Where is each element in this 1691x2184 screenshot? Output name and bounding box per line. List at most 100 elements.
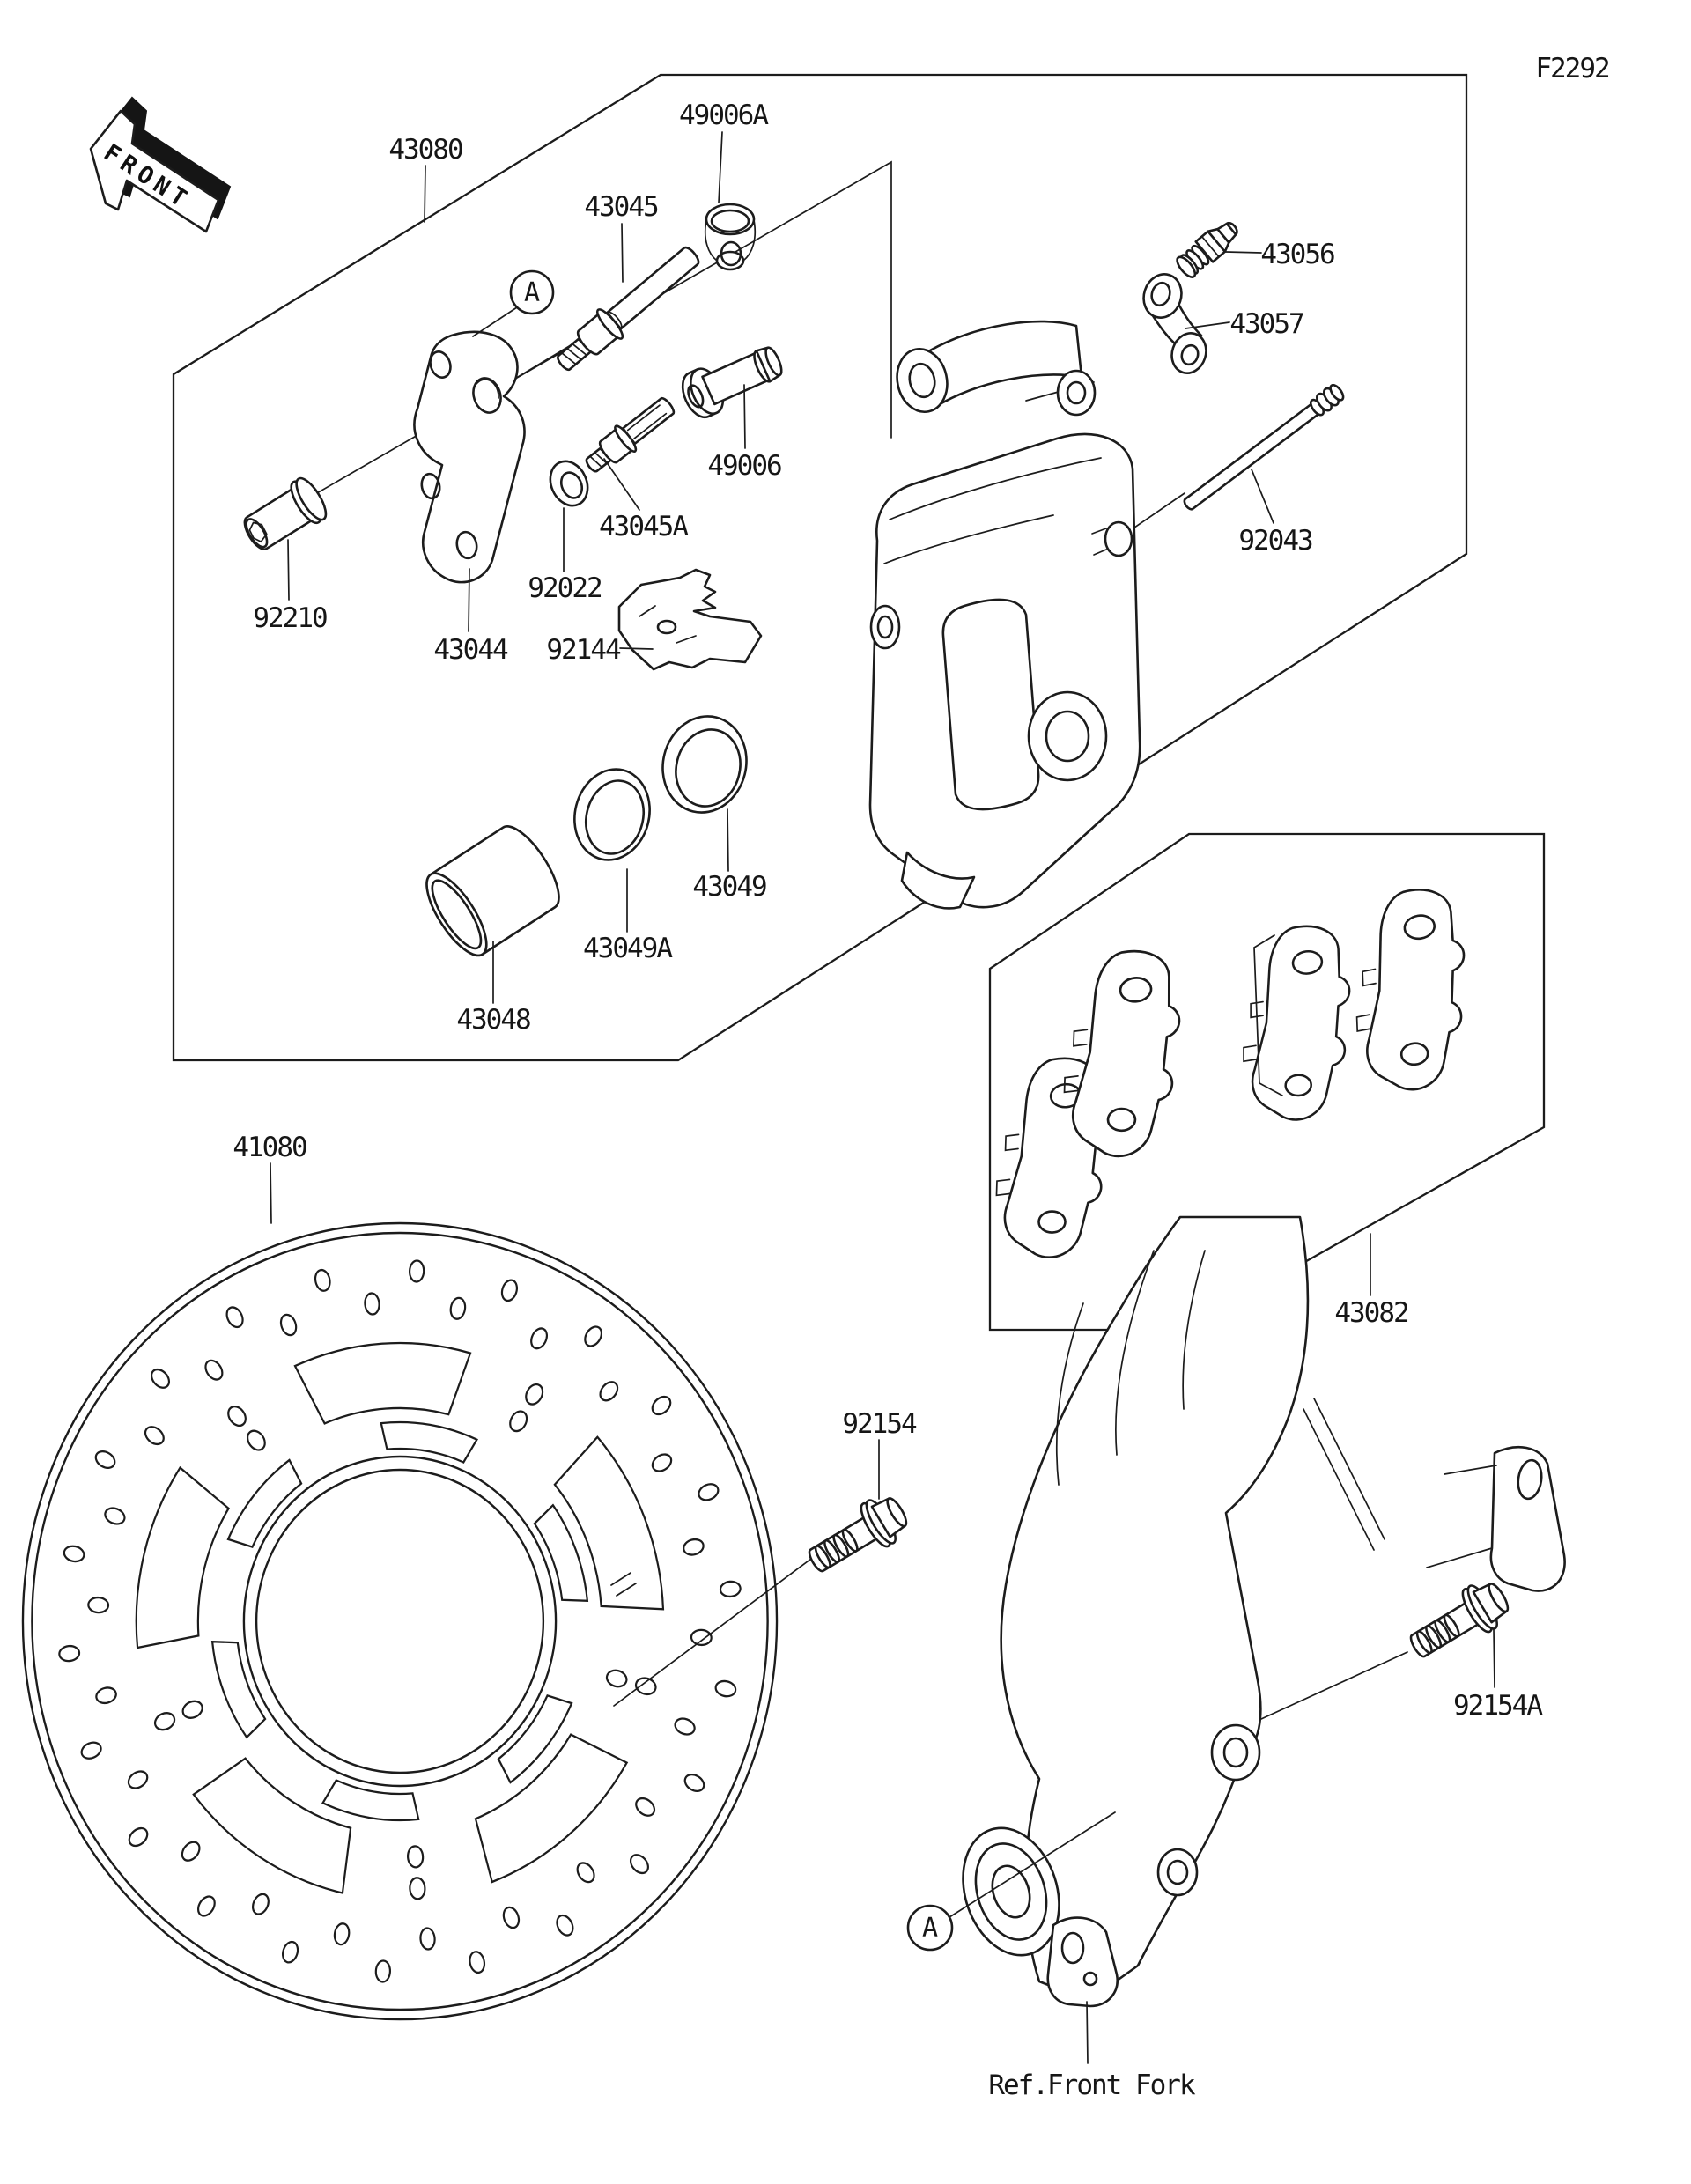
part-label-43057[interactable]: 43057 bbox=[1229, 308, 1305, 340]
disc-hole bbox=[530, 1327, 549, 1350]
disc-hole bbox=[364, 1292, 380, 1316]
disc-slot bbox=[533, 1503, 589, 1602]
disc-hole bbox=[94, 1450, 116, 1470]
disc-hole bbox=[151, 1368, 171, 1389]
part-label-43082[interactable]: 43082 bbox=[1334, 1297, 1410, 1329]
disc-hole bbox=[690, 1628, 713, 1647]
part-43057-link bbox=[1142, 273, 1207, 374]
disc-hole bbox=[127, 1770, 149, 1789]
disc-hole bbox=[279, 1313, 298, 1337]
part-label-92154A[interactable]: 92154A bbox=[1453, 1690, 1545, 1722]
disc-hole bbox=[181, 1700, 203, 1719]
part-43049A-seal bbox=[573, 768, 651, 861]
disc-hole bbox=[635, 1797, 656, 1817]
bolt-axis-lines bbox=[613, 1558, 1408, 1720]
part-92144-pad-spring bbox=[617, 568, 763, 671]
disc-hole bbox=[374, 1959, 392, 1983]
disc-hole bbox=[674, 1717, 696, 1736]
disc-hole bbox=[58, 1644, 81, 1663]
disc-hole bbox=[634, 1677, 657, 1696]
part-92154-bolt bbox=[808, 1497, 908, 1573]
disc-hole bbox=[87, 1596, 110, 1614]
front-arrow-icon: FRONT bbox=[89, 96, 232, 233]
brake-pads-box bbox=[988, 832, 1546, 1332]
leader-line bbox=[287, 539, 290, 601]
disc-hole bbox=[629, 1854, 649, 1875]
leader-line bbox=[1185, 321, 1230, 329]
part-label-43056[interactable]: 43056 bbox=[1260, 239, 1336, 270]
part-label-43045A[interactable]: 43045A bbox=[599, 511, 690, 542]
part-label-92210[interactable]: 92210 bbox=[253, 602, 329, 634]
part-label-92144[interactable]: 92144 bbox=[546, 634, 623, 666]
disc-hole bbox=[556, 1914, 574, 1937]
disc-slot bbox=[210, 1641, 267, 1739]
leader-line bbox=[1493, 1628, 1495, 1688]
part-92210-bushing bbox=[243, 476, 328, 550]
leader-line bbox=[270, 1162, 272, 1224]
part-43048-piston bbox=[425, 825, 560, 957]
part-43045-pad-pin bbox=[557, 246, 700, 372]
disc-hole bbox=[449, 1296, 467, 1320]
part-41080-brake-disc bbox=[21, 1221, 779, 2021]
disc-hole bbox=[63, 1545, 85, 1563]
part-label-43044[interactable]: 43044 bbox=[433, 634, 510, 666]
detail-marker-circle bbox=[906, 1904, 954, 1952]
disc-slot bbox=[321, 1779, 420, 1822]
disc-hole bbox=[247, 1429, 266, 1451]
disc-hole bbox=[227, 1405, 247, 1428]
part-label-43049[interactable]: 43049 bbox=[692, 871, 768, 903]
disc-hole bbox=[104, 1507, 126, 1525]
part-label-43045[interactable]: 43045 bbox=[584, 191, 660, 223]
disc-hole bbox=[153, 1712, 176, 1731]
disc-hole bbox=[502, 1906, 521, 1929]
part-43049-seal bbox=[661, 715, 748, 814]
ref-front-fork-label: Ref.Front Fork bbox=[988, 2070, 1196, 2101]
disc-hole bbox=[599, 1381, 619, 1402]
leader-line bbox=[619, 647, 654, 650]
disc-hole bbox=[95, 1686, 117, 1705]
disc-hole bbox=[408, 1259, 425, 1283]
disc-hole bbox=[651, 1395, 672, 1416]
disc-hole bbox=[314, 1268, 331, 1292]
disc-hole bbox=[714, 1679, 737, 1698]
disc-hole bbox=[584, 1325, 603, 1347]
part-label-43048[interactable]: 43048 bbox=[456, 1004, 532, 1036]
part-label-92154[interactable]: 92154 bbox=[842, 1408, 919, 1440]
part-label-92022[interactable]: 92022 bbox=[528, 572, 603, 604]
part-label-41080[interactable]: 41080 bbox=[233, 1132, 308, 1163]
part-label-43049A[interactable]: 43049A bbox=[583, 933, 675, 964]
disc-hole bbox=[80, 1741, 102, 1760]
part-92154A-bolt bbox=[1409, 1583, 1510, 1658]
part-label-43080[interactable]: 43080 bbox=[388, 134, 464, 166]
disc-hole bbox=[128, 1826, 149, 1848]
leader-line bbox=[603, 458, 640, 511]
leader-line bbox=[949, 1811, 1116, 1918]
disc-slot bbox=[293, 1341, 472, 1425]
disc-hole bbox=[683, 1773, 705, 1793]
detail-marker-a-1: A bbox=[472, 269, 555, 337]
disc-hole bbox=[225, 1306, 244, 1329]
detail-marker-letter: A bbox=[922, 1913, 938, 1944]
disc-hole bbox=[500, 1279, 518, 1302]
leader-line bbox=[718, 131, 723, 203]
disc-hole bbox=[196, 1895, 216, 1917]
part-92022-washer bbox=[549, 460, 589, 507]
figure-code: F2292 bbox=[1535, 53, 1609, 85]
disc-hole bbox=[509, 1410, 528, 1433]
disc-hole bbox=[181, 1841, 201, 1862]
leader-line bbox=[621, 223, 624, 283]
part-49006-sleeve-bolt bbox=[681, 346, 783, 419]
part-43045A-pad-pin bbox=[585, 396, 676, 473]
disc-hole bbox=[469, 1951, 486, 1974]
disc-hole bbox=[605, 1669, 628, 1688]
part-label-92043[interactable]: 92043 bbox=[1238, 525, 1314, 557]
part-label-49006[interactable]: 49006 bbox=[707, 450, 783, 482]
part-label-49006A[interactable]: 49006A bbox=[679, 100, 771, 131]
part-43056-bleed-valve bbox=[1176, 221, 1238, 278]
disc-slot bbox=[135, 1465, 231, 1649]
disc-hole bbox=[651, 1453, 673, 1472]
disc-hole bbox=[333, 1922, 351, 1946]
disc-slot bbox=[474, 1733, 629, 1884]
